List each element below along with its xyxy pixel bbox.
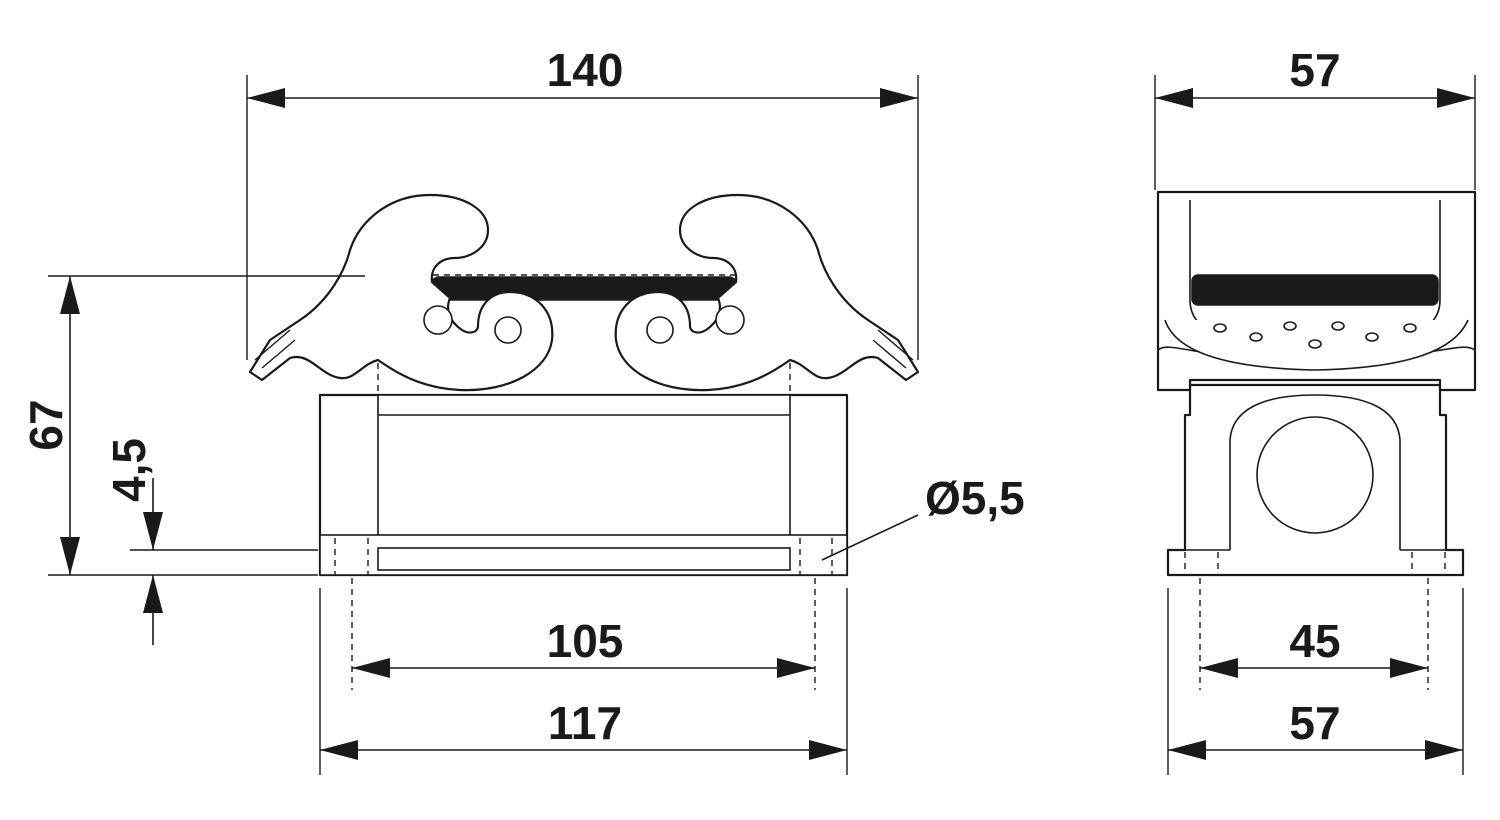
dim-side-57-bottom: 57 (1167, 588, 1464, 775)
side-housing (1166, 383, 1465, 577)
dim-side-57-top: 57 (1154, 44, 1476, 190)
dim-label-140: 140 (547, 44, 624, 96)
dim-label-4-5: 4,5 (103, 438, 155, 502)
dim-front-105: 105 (351, 578, 816, 690)
dim-label-57-top: 57 (1289, 44, 1340, 96)
dim-label-57-bottom: 57 (1289, 697, 1340, 749)
side-view: 57 45 57 (1154, 44, 1477, 775)
dim-side-45: 45 (1199, 578, 1429, 690)
dim-label-45: 45 (1289, 615, 1340, 667)
dim-label-117: 117 (548, 697, 622, 749)
dim-hole-diameter: Ø5,5 (821, 472, 1025, 561)
dim-front-67: 67 (20, 275, 365, 576)
dim-label-105: 105 (547, 615, 624, 667)
front-right-lever (614, 193, 920, 392)
front-left-lever (248, 193, 554, 392)
dim-label-67: 67 (20, 399, 72, 450)
front-view: 140 67 4,5 Ø5,5 (20, 44, 1025, 775)
front-housing (318, 393, 849, 577)
dim-label-hole-diameter: Ø5,5 (925, 472, 1025, 524)
dim-front-4-5: 4,5 (103, 438, 318, 645)
dim-front-117: 117 (319, 588, 848, 775)
dim-front-140: 140 (246, 44, 919, 360)
side-lid (1156, 190, 1477, 392)
